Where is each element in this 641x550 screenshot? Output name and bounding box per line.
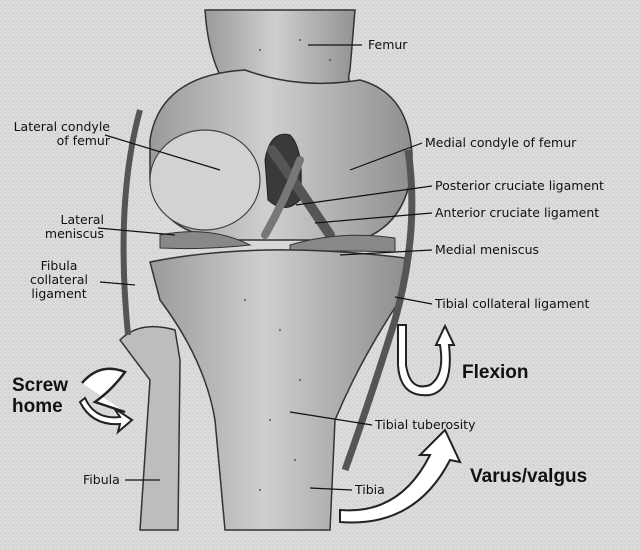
label-femur: Femur [368,38,407,52]
label-lateral-meniscus: Lateral meniscus [20,213,104,241]
label-tibial-collateral: Tibial collateral ligament [435,297,589,311]
label-fibula: Fibula [83,473,120,487]
label-medial-meniscus: Medial meniscus [435,243,539,257]
label-medial-condyle: Medial condyle of femur [425,136,576,150]
label-screw-home: Screw home [12,375,68,417]
lateral-condyle-shape [150,130,260,230]
label-lateral-condyle: Lateral condyle of femur [8,120,110,148]
label-varus-valgus: Varus/valgus [470,466,587,487]
label-tibial-tuberosity: Tibial tuberosity [375,418,475,432]
label-anterior-cruciate: Anterior cruciate ligament [435,206,599,220]
label-flexion: Flexion [462,362,529,383]
label-fibula-collateral: Fibula collateral ligament [30,259,88,301]
label-posterior-cruciate: Posterior cruciate ligament [435,179,604,193]
label-tibia: Tibia [355,483,385,497]
